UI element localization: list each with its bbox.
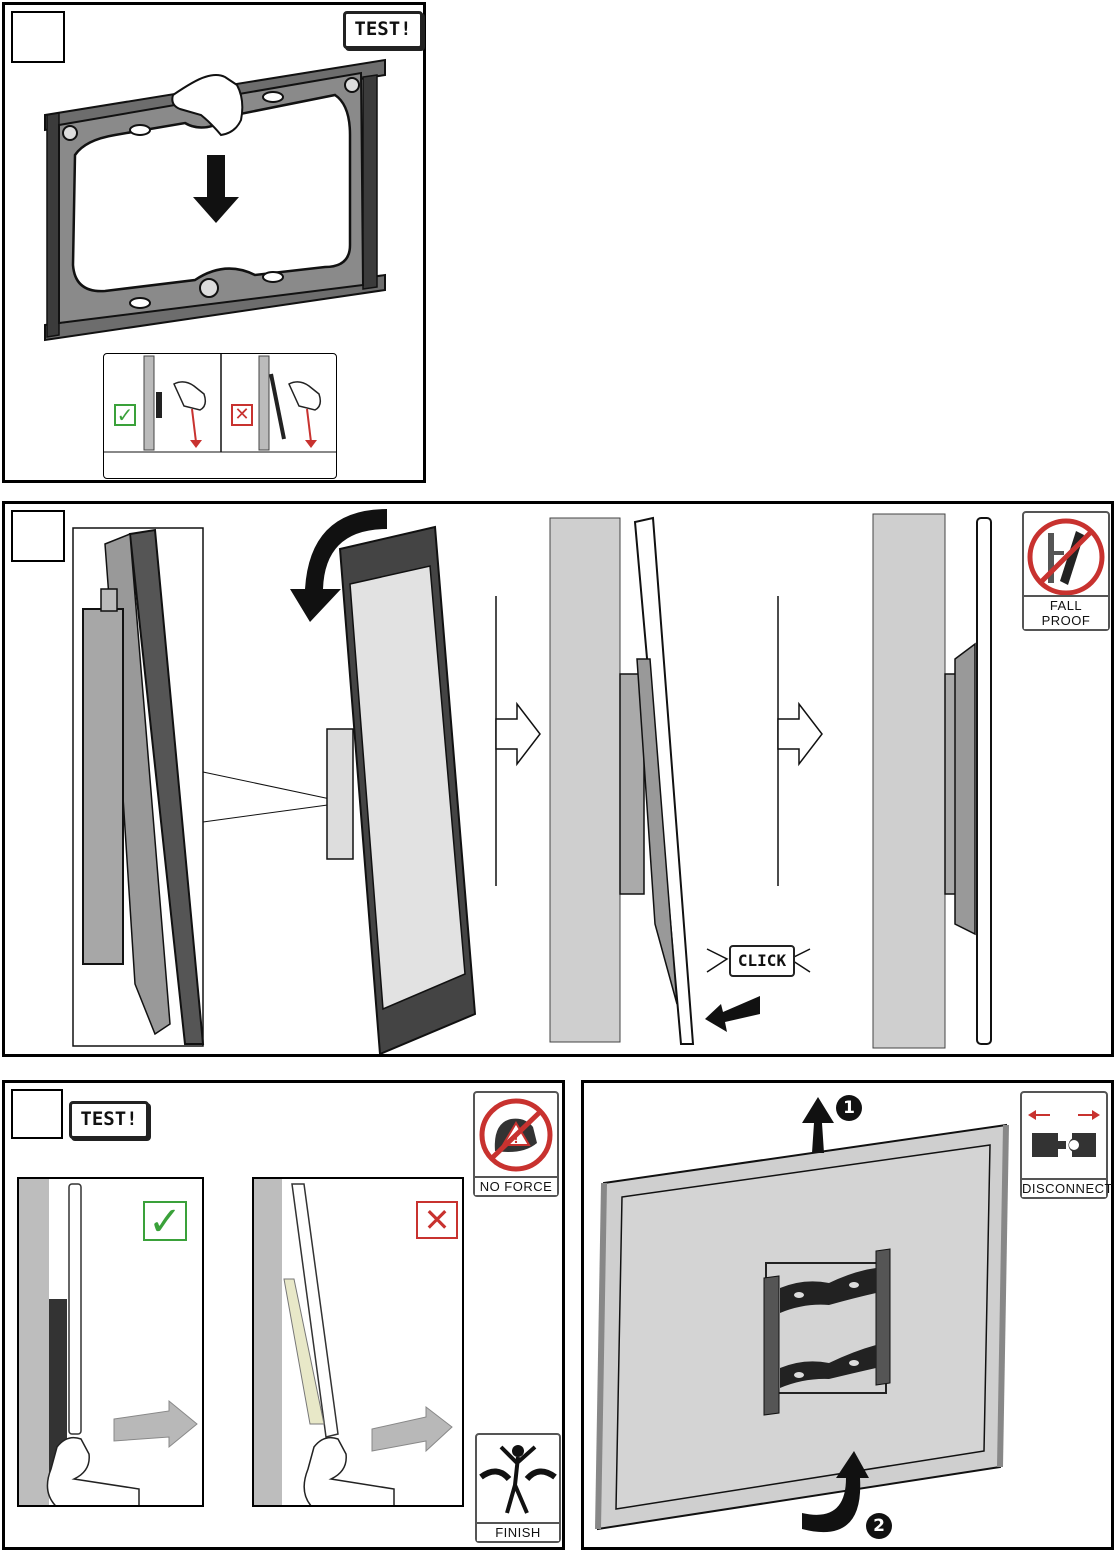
tv-back-illustration: [595, 1097, 1009, 1533]
check-inset: ✓ ✕: [103, 353, 337, 479]
panel-test-tv: TEST! ✓ ✕ ! NO FORCE: [2, 1080, 565, 1550]
cross-icon: ✕: [416, 1201, 458, 1239]
fall-proof-label: FALL PROOF: [1024, 595, 1108, 629]
check-icon: ✓: [143, 1201, 187, 1242]
cross-icon: ✕: [231, 404, 253, 426]
no-force-sign: ! NO FORCE: [473, 1091, 559, 1197]
fall-proof-sign: FALL PROOF: [1022, 511, 1110, 631]
wall-plate-illustration: [44, 58, 386, 342]
finish-label: FINISH: [477, 1522, 559, 1541]
step-number-box: [11, 11, 65, 63]
step-number-box: [11, 510, 65, 562]
panel-hang-tv: CLICK FALL PROOF: [2, 501, 1114, 1057]
panel-test-bracket: TEST!: [2, 2, 426, 483]
fall-proof-line1: FALL: [1049, 598, 1083, 613]
check-icon: ✓: [114, 404, 136, 426]
click-badge: CLICK: [729, 945, 795, 977]
hang-tv-illustration: [72, 509, 992, 1054]
fall-proof-line2: PROOF: [1041, 613, 1091, 628]
test-badge: TEST!: [69, 1101, 149, 1139]
step-one-marker: 1: [836, 1095, 862, 1121]
step-number-box: [11, 1089, 63, 1139]
ok-illustration: ✓: [17, 1177, 204, 1507]
ng-illustration: ✕: [252, 1177, 464, 1507]
step-two-marker: 2: [866, 1513, 892, 1539]
test-badge: TEST!: [343, 11, 423, 49]
disconnect-label: DISCONNECT: [1022, 1178, 1112, 1197]
disconnect-sign: DISCONNECT: [1020, 1091, 1112, 1199]
panel-remove-tv: 1 2 DISCONNECT: [581, 1080, 1114, 1550]
svg-text:!: !: [513, 1132, 518, 1146]
finish-sign: FINISH: [475, 1433, 561, 1543]
no-force-label: NO FORCE: [475, 1176, 557, 1195]
